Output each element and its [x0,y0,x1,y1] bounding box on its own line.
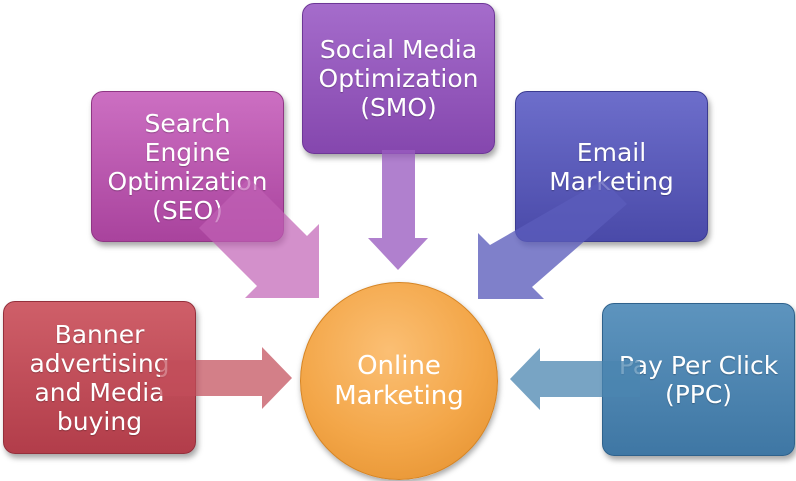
node-seo-line-4: (SEO) [152,195,223,225]
node-seo-line-1: Search [144,108,231,138]
center-label-line-1: Online [357,351,441,381]
node-banner-line-1: Banner [54,319,145,349]
node-seo: Search Engine Optimization (SEO) [91,91,284,242]
node-smo-label: Social Media Optimization (SMO) [313,35,485,122]
node-email: Email Marketing [515,91,708,242]
node-ppc: Pay Per Click (PPC) [602,303,795,456]
node-smo-line-1: Social Media [319,35,478,64]
node-ppc-label: Pay Per Click (PPC) [613,351,784,409]
node-email-line-2: Marketing [549,166,674,196]
node-ppc-line-2: (PPC) [664,379,733,409]
node-seo-line-2: Engine [144,137,231,167]
node-banner-line-4: buying [56,406,143,436]
node-banner: Banner advertising and Media buying [3,301,196,454]
node-seo-label: Search Engine Optimization (SEO) [102,109,274,225]
node-email-line-1: Email [576,137,647,167]
arrow-smo-to-center [368,150,428,270]
node-banner-line-3: and Media [34,377,165,407]
node-email-label: Email Marketing [543,138,680,196]
center-node-online-marketing: Online Marketing [300,282,498,480]
node-banner-line-2: advertising [29,348,170,378]
node-banner-label: Banner advertising and Media buying [23,320,175,436]
node-seo-line-3: Optimization [107,166,268,196]
center-node-label: Online Marketing [334,351,464,411]
node-ppc-line-1: Pay Per Click [618,350,779,380]
node-smo-line-3: (SMO) [360,93,437,122]
center-label-line-2: Marketing [334,381,464,411]
node-smo-line-2: Optimization [318,64,479,93]
node-smo: Social Media Optimization (SMO) [302,3,495,154]
